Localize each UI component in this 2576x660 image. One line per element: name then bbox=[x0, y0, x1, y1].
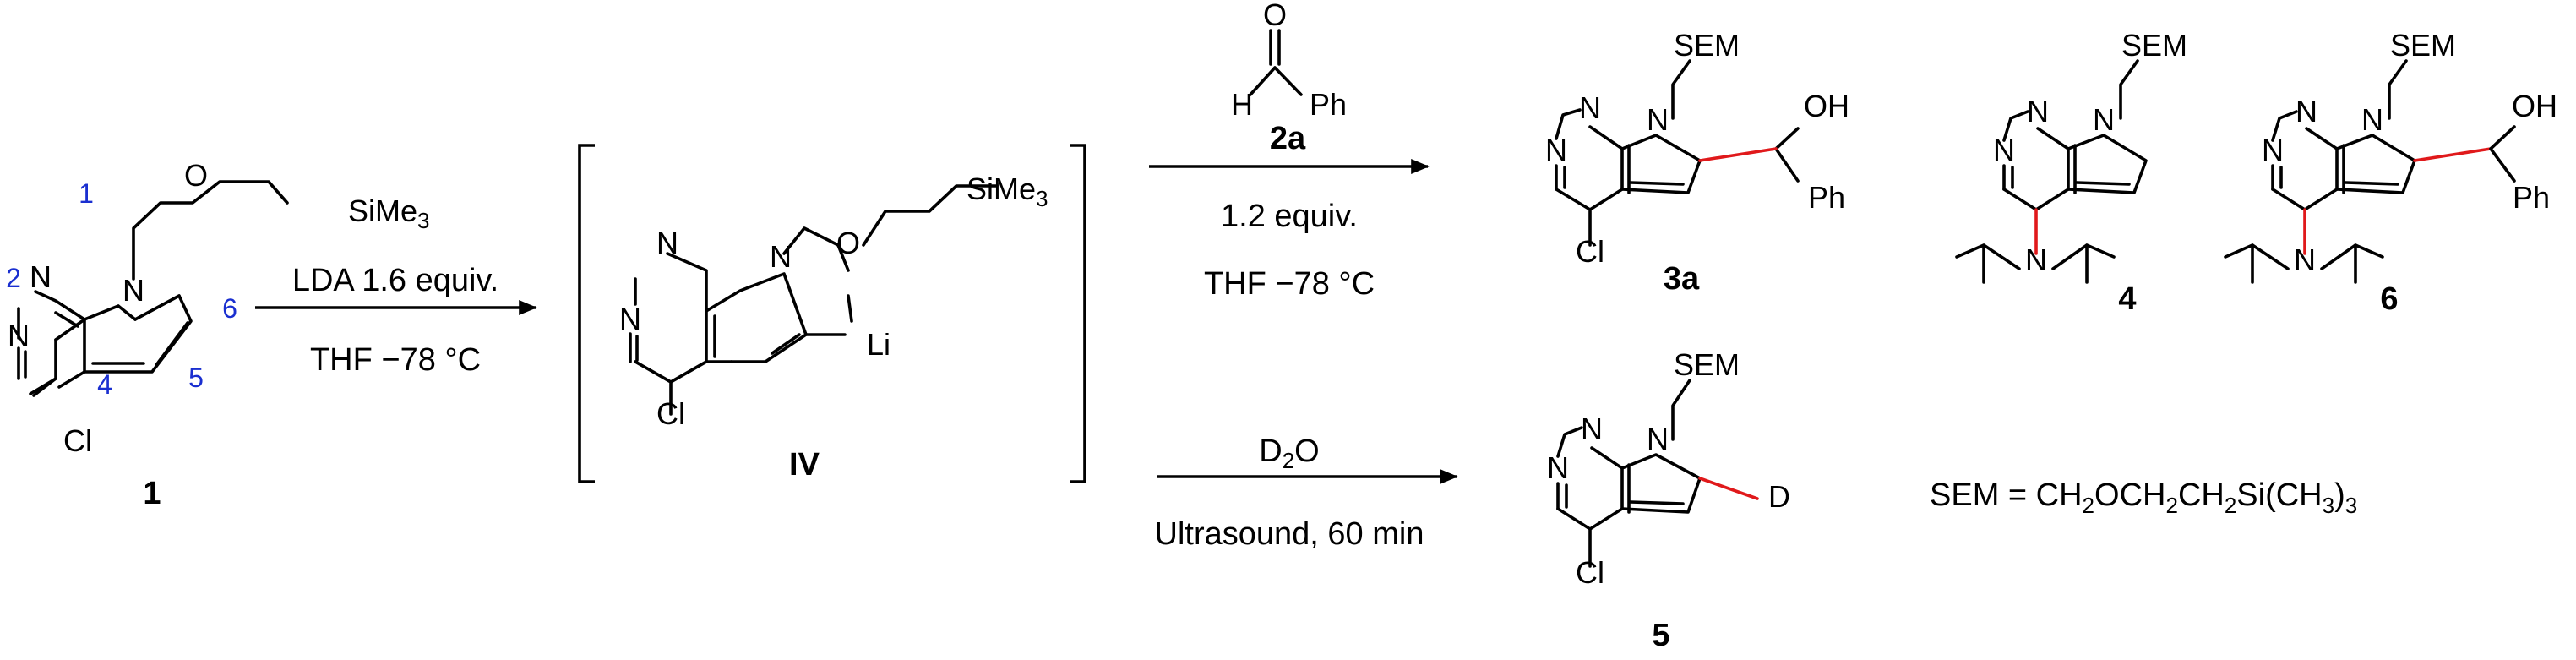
step1-reagent: LDA 1.6 equiv. bbox=[292, 263, 498, 298]
deuterium-label: D bbox=[1768, 479, 1790, 514]
compound-number-5: 5 bbox=[1652, 618, 1669, 653]
atom-o: O bbox=[184, 158, 208, 193]
simethyl-label: SiMe3 bbox=[348, 194, 430, 233]
aldehyde-ph: Ph bbox=[1310, 87, 1347, 122]
sem-label: SEM bbox=[2390, 28, 2456, 63]
sem-label: SEM bbox=[1674, 347, 1740, 382]
phenyl-label: Ph bbox=[1808, 180, 1845, 215]
position-1: 1 bbox=[79, 178, 94, 209]
atom-n1: N bbox=[1581, 412, 1603, 446]
atom-n7: N bbox=[2093, 102, 2115, 137]
atom-n1: N bbox=[1579, 90, 1601, 125]
reagent-2a-label: 2a bbox=[1270, 121, 1306, 156]
sem-label: SEM bbox=[1674, 28, 1740, 63]
step1-conditions: THF −78 °C bbox=[310, 342, 481, 378]
atom-cl: Cl bbox=[656, 396, 685, 431]
phenyl-label: Ph bbox=[2513, 180, 2550, 215]
compound-number-1: 1 bbox=[143, 476, 161, 511]
lower-reagent: D2O bbox=[1259, 434, 1319, 473]
position-2: 2 bbox=[6, 263, 21, 293]
compound-1: N N N O Cl SiMe3 1 2 4 5 6 1 bbox=[6, 158, 429, 511]
atom-n7: N bbox=[1647, 102, 1669, 137]
intermediate-iv: N N N O Li Cl SiMe3 IV bbox=[578, 144, 1086, 483]
atom-n1: N bbox=[656, 226, 678, 260]
bracket-left bbox=[578, 144, 595, 483]
atom-n3: N bbox=[8, 319, 30, 353]
atom-n7: N bbox=[1647, 422, 1669, 456]
compound-number-4: 4 bbox=[2118, 281, 2136, 317]
upper-conditions: THF −78 °C bbox=[1204, 266, 1375, 302]
intermediate-label: IV bbox=[789, 447, 820, 483]
amine-n: N bbox=[2294, 243, 2316, 277]
product-4: N N N N SEM 4 bbox=[1955, 28, 2187, 317]
aldehyde-h: H bbox=[1231, 87, 1253, 122]
atom-cl: Cl bbox=[63, 423, 92, 458]
sem-definition: SEM = CH2OCH2CH2Si(CH3)3 bbox=[1930, 477, 2357, 518]
amine-n: N bbox=[2025, 243, 2047, 277]
product-5: N N N Cl SEM D 5 bbox=[1547, 347, 1790, 653]
sem-label: SEM bbox=[2121, 28, 2187, 63]
atom-n1: N bbox=[2027, 94, 2049, 128]
atom-n7: N bbox=[770, 239, 792, 274]
compound-number-6: 6 bbox=[2380, 281, 2398, 317]
position-4: 4 bbox=[97, 369, 112, 400]
lower-arrow-group: D2O Ultrasound, 60 min bbox=[1155, 434, 1458, 552]
atom-n3: N bbox=[2262, 133, 2284, 167]
hydroxyl-label: OH bbox=[1804, 89, 1849, 123]
atom-li: Li bbox=[867, 327, 890, 362]
upper-arrow-group: O H Ph 2a 1.2 equiv. THF −78 °C bbox=[1149, 0, 1430, 302]
upper-equiv: 1.2 equiv. bbox=[1221, 199, 1358, 234]
bracket-right bbox=[1070, 144, 1086, 483]
atom-n3: N bbox=[1545, 133, 1567, 167]
atom-n7: N bbox=[123, 273, 144, 308]
atom-n3: N bbox=[1993, 133, 2015, 167]
position-6: 6 bbox=[222, 293, 237, 324]
lower-conditions: Ultrasound, 60 min bbox=[1155, 516, 1424, 552]
hydroxyl-label: OH bbox=[2512, 89, 2557, 123]
atom-n3: N bbox=[1547, 450, 1569, 485]
aldehyde-o: O bbox=[1263, 0, 1287, 32]
step1-arrow-group: LDA 1.6 equiv. THF −78 °C bbox=[255, 263, 537, 378]
product-6: N N N N SEM OH Ph 6 bbox=[2224, 28, 2557, 317]
atom-n7: N bbox=[2361, 102, 2383, 137]
atom-n3: N bbox=[619, 302, 641, 336]
atom-cl: Cl bbox=[1576, 555, 1604, 590]
position-5: 5 bbox=[188, 363, 204, 393]
simethyl-label: SiMe3 bbox=[967, 172, 1048, 211]
atom-cl: Cl bbox=[1576, 234, 1604, 269]
atom-n1: N bbox=[30, 259, 52, 294]
atom-o: O bbox=[836, 226, 860, 260]
product-3a: N N N Cl SEM OH Ph 3a bbox=[1545, 28, 1849, 297]
atom-n1: N bbox=[2296, 94, 2317, 128]
compound-number-3a: 3a bbox=[1664, 261, 1700, 297]
